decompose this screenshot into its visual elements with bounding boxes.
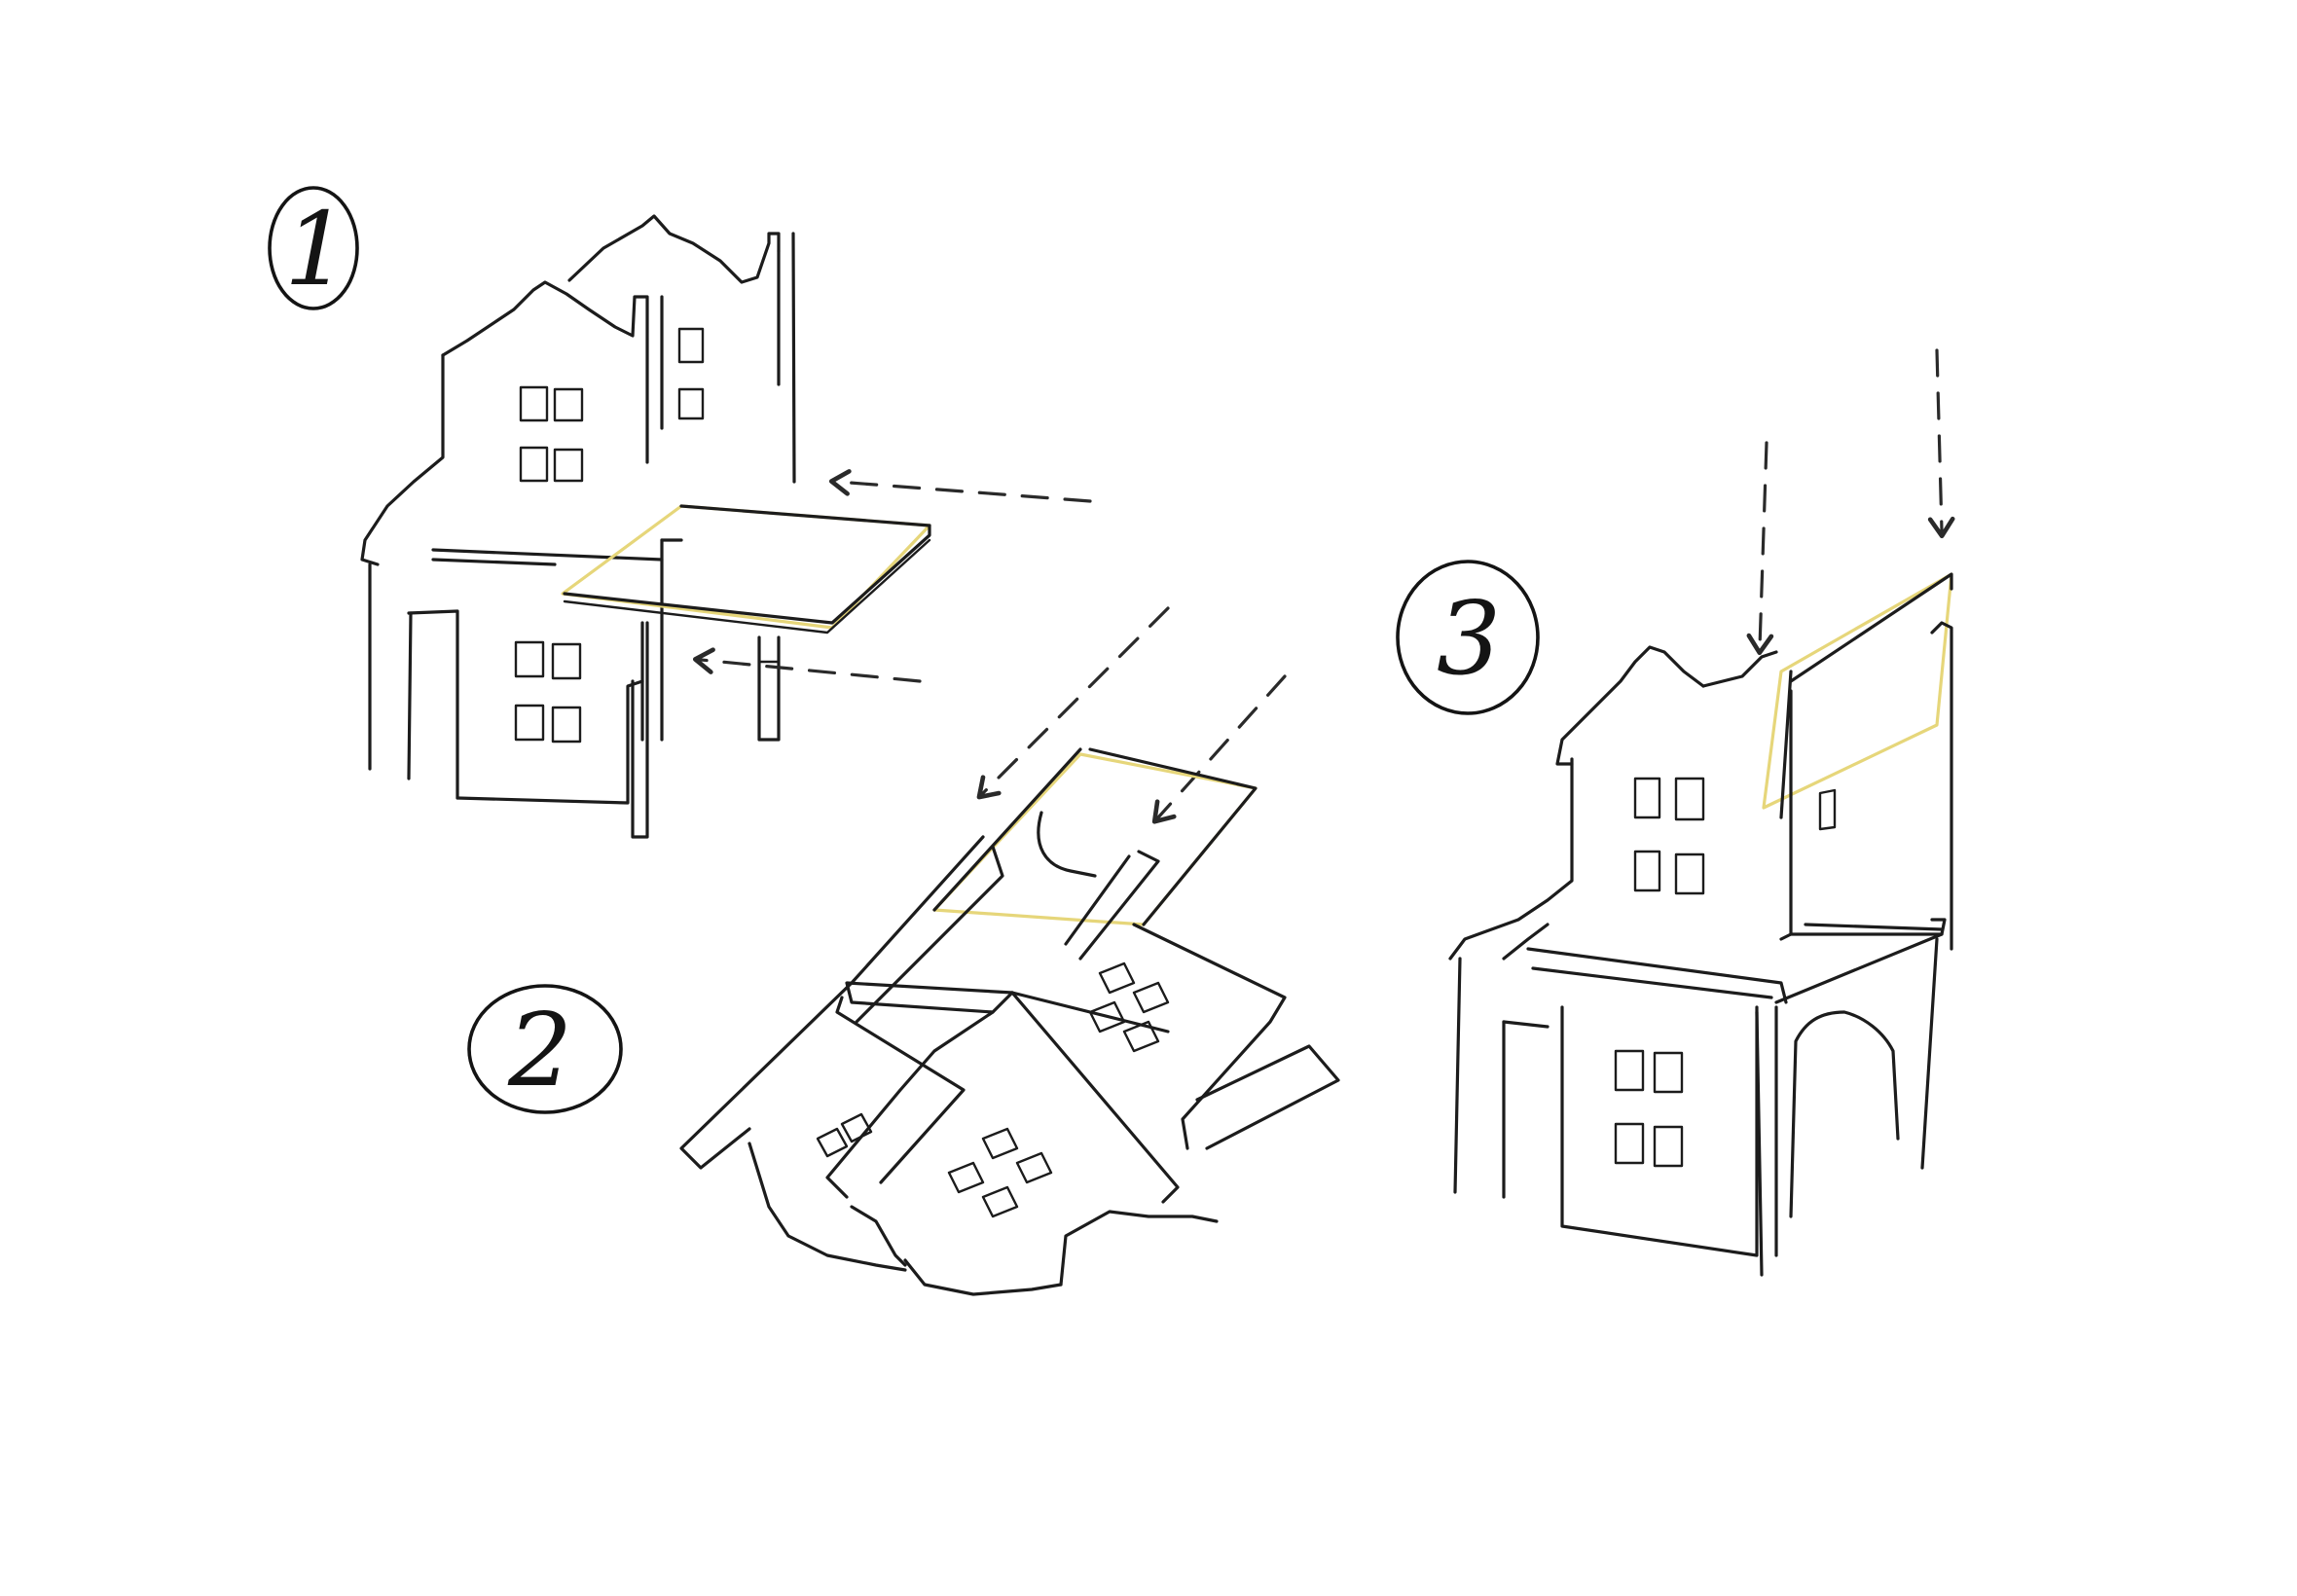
step-1-shelf-board (561, 504, 931, 635)
step-1-house-front-panel (360, 280, 664, 839)
step-3-chair-house (1448, 621, 1953, 1277)
step-2-number: 2 (507, 991, 572, 1109)
step-3-number: 3 (1437, 579, 1501, 698)
step-1-arrows (692, 469, 1092, 683)
step-2-arrows (976, 606, 1287, 824)
step-1-house-back-panel (567, 214, 796, 742)
step-2-house-upside-down (679, 835, 1340, 1296)
step-3-arrows (1746, 348, 1955, 656)
step-1-badge: 1 (268, 186, 359, 310)
step-1-number: 1 (284, 190, 348, 308)
step-2-top-board (932, 747, 1258, 926)
step-3-backrest-board (1762, 572, 1953, 819)
step-3-badge: 3 (1396, 560, 1540, 715)
step-2-badge: 2 (467, 984, 623, 1114)
